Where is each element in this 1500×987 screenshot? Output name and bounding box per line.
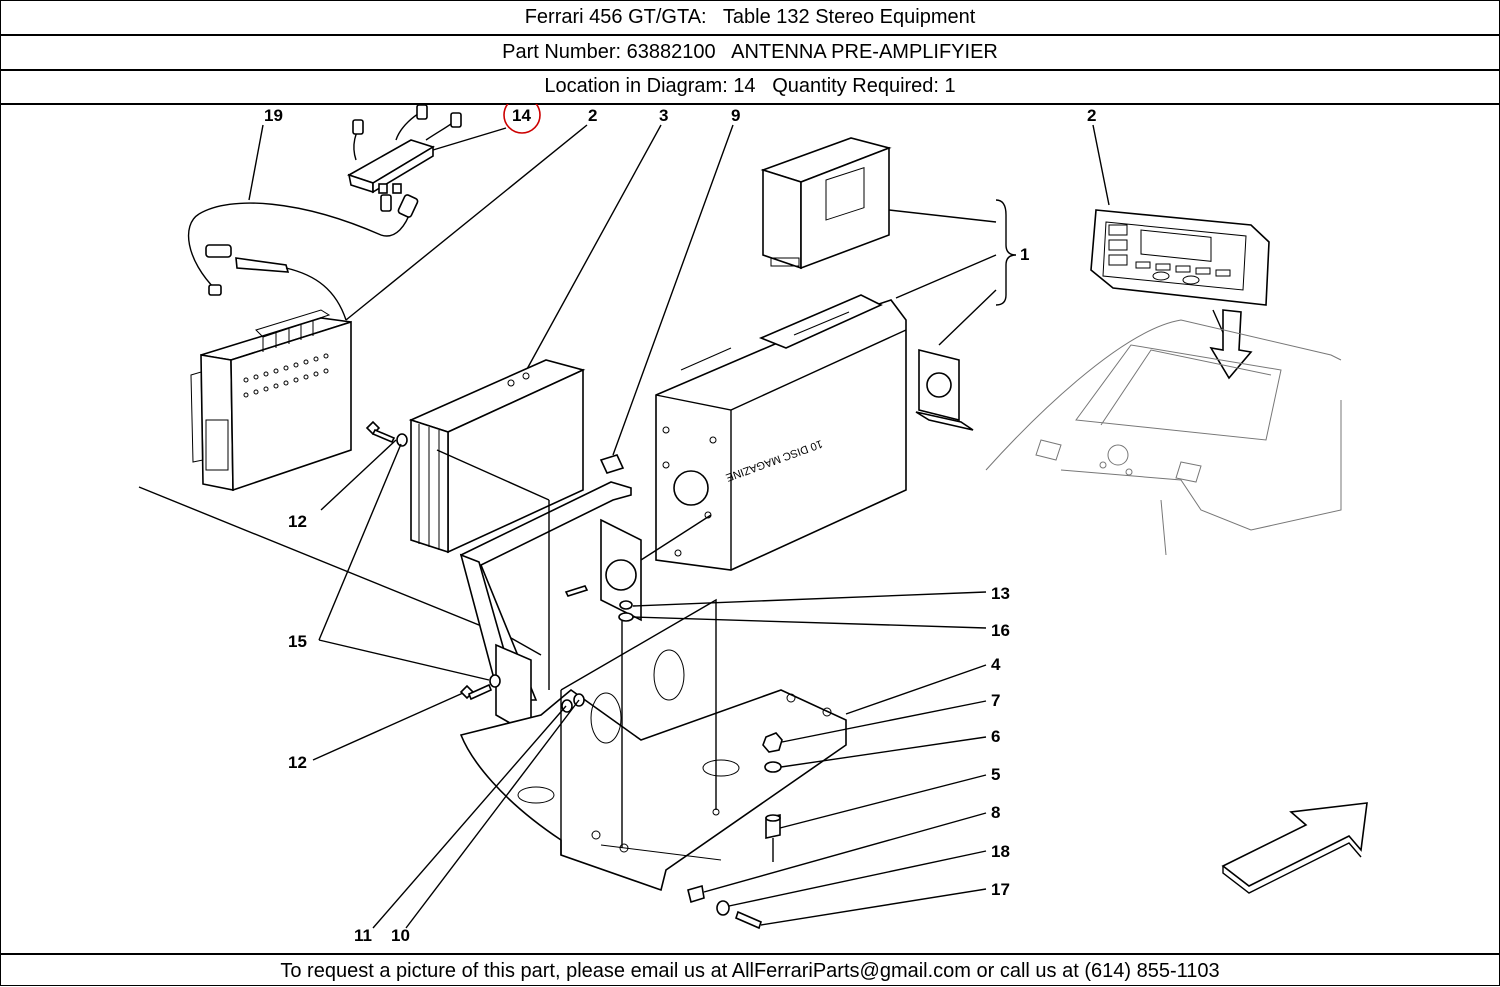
radio-head-unit-part[interactable] <box>190 124 588 492</box>
amplifier-part[interactable] <box>408 124 662 554</box>
mounting-bracket-part[interactable] <box>138 449 847 892</box>
callout-18: 18 <box>991 842 1010 861</box>
callout-10: 10 <box>391 926 410 945</box>
page-title: Ferrari 456 GT/GTA: Table 132 Stereo Equ… <box>1 1 1499 36</box>
callout-2a: 2 <box>588 106 597 125</box>
callout-17: 17 <box>991 880 1010 899</box>
callout-3: 3 <box>659 106 668 125</box>
clip-part[interactable] <box>599 124 734 474</box>
antenna-cable-part[interactable] <box>187 124 419 321</box>
parts-diagram: 10 DISC MAGAZINE <box>1 96 1499 952</box>
contact-footer: To request a picture of this part, pleas… <box>1 953 1499 987</box>
callout-12a: 12 <box>288 512 307 531</box>
callout-labels: 19 14 2 3 9 2 1 12 15 12 13 16 4 7 6 5 8… <box>264 96 1096 945</box>
callout-1: 1 <box>1020 245 1029 264</box>
location-row: Location in Diagram: 14 Quantity Require… <box>1 70 1499 105</box>
part-number-row: Part Number: 63882100 ANTENNA PRE-AMPLIF… <box>1 36 1499 71</box>
antenna-pre-amplifier-part[interactable] <box>347 104 507 194</box>
callout-16: 16 <box>991 621 1010 640</box>
cd-changer-group-part[interactable]: 10 DISC MAGAZINE <box>655 137 1017 571</box>
callout-4: 4 <box>991 655 1001 674</box>
callout-15: 15 <box>288 632 307 651</box>
callout-13: 13 <box>991 584 1010 603</box>
callout-12b: 12 <box>288 753 307 772</box>
callout-9: 9 <box>731 106 740 125</box>
callout-5: 5 <box>991 765 1000 784</box>
callout-11: 11 <box>354 926 372 945</box>
callout-6: 6 <box>991 727 1000 746</box>
leader-lines <box>312 439 987 929</box>
callout-2b: 2 <box>1087 106 1096 125</box>
callout-7: 7 <box>991 691 1000 710</box>
radio-faceplate-part[interactable] <box>985 124 1342 556</box>
direction-arrow-icon <box>1221 802 1368 894</box>
hardware-parts[interactable] <box>365 420 783 930</box>
callout-14: 14 <box>512 106 531 125</box>
callout-19: 19 <box>264 106 283 125</box>
callout-8: 8 <box>991 803 1000 822</box>
